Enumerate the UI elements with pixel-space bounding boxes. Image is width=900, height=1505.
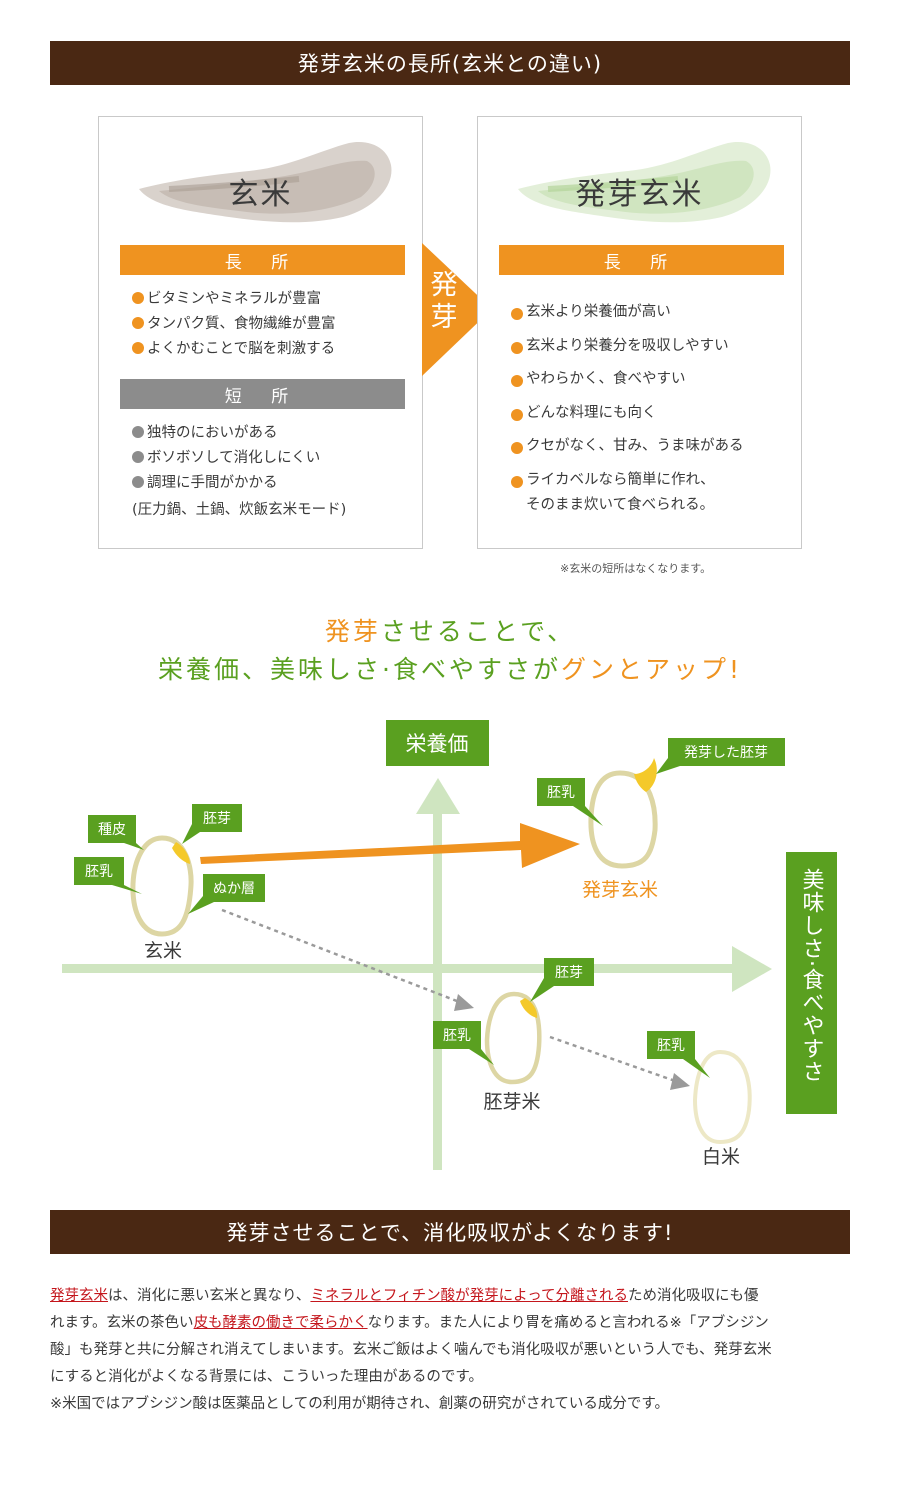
- y-axis-label: 栄養価: [406, 732, 469, 756]
- brown-rice-label: 玄米: [144, 940, 182, 962]
- paragraph-line: ※米国ではアブシジン酸は医薬品としての利用が期待され、創薬の研究がされている成分…: [50, 1396, 669, 1412]
- germinated-rice-pros-list: 玄米より栄養価が高い 玄米より栄養分を吸収しやすい やわらかく、食べやすい どん…: [511, 303, 744, 490]
- tag-endosperm: [433, 1021, 481, 1049]
- svg-text:胚乳: 胚乳: [85, 864, 113, 880]
- germinated-rice-pros-header: 長 所: [499, 245, 784, 275]
- germ-rice-germ: [520, 998, 538, 1018]
- dotted-arrow: [549, 1035, 679, 1084]
- brown-rice-cons-header: 短 所: [120, 379, 405, 409]
- germinated-rice-pros-continuation: そのまま炊いて食べられる。: [526, 497, 715, 513]
- germinated-rice-label: 発芽玄米: [582, 879, 658, 901]
- white-rice-label: 白米: [702, 1146, 740, 1168]
- svg-text:ぬか層: ぬか層: [213, 881, 255, 897]
- section-title-bar: 発芽玄米の長所(玄米との違い): [50, 41, 850, 85]
- list-item: ボソボソして消化しにくい: [132, 446, 320, 471]
- section-title: 発芽玄米の長所(玄米との違い): [297, 52, 603, 76]
- list-item: ライカベルなら簡単に作れ、: [511, 471, 744, 490]
- tag-bran-layer: [203, 874, 265, 902]
- brown-rice-pros-header: 長 所: [120, 245, 405, 275]
- dotted-arrow-head-icon: [454, 994, 474, 1011]
- tag-endosperm: [74, 857, 124, 885]
- list-item: どんな料理にも向く: [511, 404, 744, 423]
- paragraph-line: 酸」も発芽と共に分解され消えてしまいます。玄米ご飯はよく噛んでも消化吸収が悪いと…: [50, 1342, 772, 1358]
- dotted-arrow-head-icon: [670, 1073, 690, 1090]
- y-axis-label-box: [386, 720, 489, 766]
- tag-sprouted-germ: [668, 738, 785, 766]
- brown-rice-pros-list: ビタミンやミネラルが豊富 タンパク質、食物繊維が豊富 よくかむことで脳を刺激する: [132, 287, 336, 362]
- germinated-rice-grain: [588, 770, 658, 869]
- dotted-arrow: [221, 908, 463, 1005]
- explanation-text: 発芽玄米は、消化に悪い玄米と異なり、ミネラルとフィチン酸が発芽によって分離される…: [50, 1283, 850, 1418]
- brown-rice-title: 玄米: [228, 177, 293, 212]
- headline-line1: 発芽させることで、: [324, 617, 576, 646]
- list-item: よくかむことで脳を刺激する: [132, 337, 336, 362]
- svg-text:胚乳: 胚乳: [443, 1028, 471, 1044]
- paragraph-line: れます。玄米の茶色い皮も酵素の働きで柔らかくなります。また人により胃を痛めると言…: [50, 1315, 769, 1331]
- list-item: 玄米より栄養価が高い: [511, 303, 744, 322]
- tag-germ: [192, 804, 242, 832]
- germ-rice-grain: [484, 991, 542, 1085]
- brown-rice-cons-note: (圧力鍋、土鍋、炊飯玄米モード): [132, 502, 347, 518]
- tag-seed-coat: [88, 815, 136, 843]
- svg-text:胚乳: 胚乳: [657, 1038, 685, 1054]
- list-item: 玄米より栄養分を吸収しやすい: [511, 337, 744, 356]
- brown-rice-germ: [172, 842, 190, 864]
- germinated-rice-card: 発芽玄米 長 所 玄米より栄養価が高い 玄米より栄養分を吸収しやすい やわらかく…: [477, 116, 802, 549]
- germ-rice-label: 胚芽米: [483, 1091, 540, 1113]
- list-item: ビタミンやミネラルが豊富: [132, 287, 336, 312]
- germination-arrow-icon: [422, 243, 492, 376]
- list-item: 調理に手間がかかる: [132, 471, 320, 496]
- white-rice-grain: [692, 1049, 752, 1145]
- tag-endosperm: [647, 1031, 695, 1059]
- section-title-bar: 発芽させることで、消化吸収がよくなります!: [50, 1210, 850, 1254]
- x-axis-label: 美味しさ·食べやすさ: [799, 868, 825, 1083]
- germinated-rice-title: 発芽玄米: [575, 177, 704, 212]
- paragraph-line: にすると消化がよくなる背景には、こういった理由があるのです。: [50, 1369, 483, 1385]
- headline-line2: 栄養価、美味しさ·食べやすさがグンとアップ!: [158, 655, 742, 684]
- list-item: 独特のにおいがある: [132, 421, 320, 446]
- svg-text:種皮: 種皮: [98, 822, 126, 838]
- section-title: 発芽させることで、消化吸収がよくなります!: [226, 1221, 674, 1245]
- y-axis: [433, 810, 442, 1170]
- rice-comparison-diagram: 栄養価 美味しさ·食べやすさ 玄米 種皮 胚芽 胚乳 ぬか層 発芽玄米 胚乳 発…: [62, 720, 837, 1170]
- brown-rice-illustration: [139, 141, 392, 223]
- svg-text:胚芽: 胚芽: [203, 811, 231, 827]
- tag-endosperm: [537, 778, 585, 806]
- germinated-rice-sprout: [634, 758, 657, 792]
- paragraph-line: 発芽玄米は、消化に悪い玄米と異なり、ミネラルとフィチン酸が発芽によって分離される…: [50, 1288, 759, 1304]
- brown-rice-card: 玄米 長 所 ビタミンやミネラルが豊富 タンパク質、食物繊維が豊富 よくかむこと…: [98, 116, 423, 549]
- x-axis-arrow-icon: [732, 946, 772, 992]
- y-axis-arrow-icon: [416, 778, 460, 814]
- list-item: クセがなく、甘み、うま味がある: [511, 437, 744, 456]
- brown-rice-cons-list: 独特のにおいがある ボソボソして消化しにくい 調理に手間がかかる: [132, 421, 320, 496]
- germination-arrow-label: 発芽: [430, 270, 458, 333]
- tag-germ: [544, 958, 594, 986]
- svg-text:胚乳: 胚乳: [547, 785, 575, 801]
- list-item: タンパク質、食物繊維が豊富: [132, 312, 336, 337]
- x-axis: [62, 964, 742, 973]
- improvement-arrow-icon: [200, 823, 580, 868]
- svg-text:発芽した胚芽: 発芽した胚芽: [684, 745, 768, 761]
- list-item: やわらかく、食べやすい: [511, 370, 744, 389]
- brown-rice-grain: [130, 835, 194, 937]
- x-axis-label-box: [786, 852, 837, 1114]
- germinated-rice-illustration: [518, 141, 771, 223]
- svg-text:胚芽: 胚芽: [555, 965, 583, 981]
- footnote: ※玄米の短所はなくなります。: [560, 562, 712, 575]
